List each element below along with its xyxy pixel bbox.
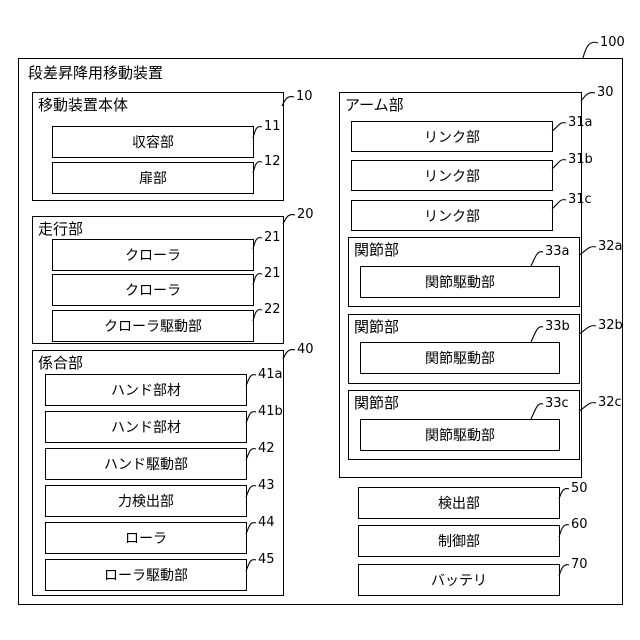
body-item-storage: 収容部 [52,126,254,158]
arm-link-b-ref: 31b [568,153,593,166]
travel-item-crawler-driver: クローラ駆動部 [52,310,254,342]
leader-100 [583,42,598,58]
arm-joint-b-driver: 関節駆動部 [360,342,560,374]
engage-unit-title: 係合部 [38,355,83,371]
controller-ref: 60 [571,518,588,531]
arm-joint-a-ref: 32a [598,240,623,253]
engage-unit-ref: 40 [297,343,314,356]
arm-link-b: リンク部 [351,160,553,191]
travel-unit-ref: 20 [297,208,314,221]
engage-item-roller: ローラ [45,522,247,554]
arm-joint-c-ref: 32c [598,396,622,409]
travel-item-crawler-1: クローラ [52,239,254,271]
engage-item-roller-driver: ローラ駆動部 [45,559,247,591]
engage-item-hand-b-ref: 41b [258,405,283,418]
device-ref: 100 [600,36,625,49]
engage-item-hand-a-ref: 41a [258,368,283,381]
arm-joint-b-title: 関節部 [354,319,399,335]
engage-item-force-detector: 力検出部 [45,485,247,517]
arm-unit-ref: 30 [597,86,614,99]
engage-item-force-detector-ref: 43 [258,479,275,492]
arm-joint-a-driver-ref: 33a [545,245,570,258]
travel-item-crawler-2: クローラ [52,274,254,306]
arm-joint-b-ref: 32b [598,319,623,332]
body-item-door-ref: 12 [264,155,281,168]
engage-item-roller-ref: 44 [258,516,275,529]
engage-item-roller-driver-ref: 45 [258,553,275,566]
arm-link-a-ref: 31a [568,116,593,129]
device-title: 段差昇降用移動装置 [28,65,163,81]
arm-link-c: リンク部 [351,200,553,231]
arm-joint-a-title: 関節部 [354,242,399,258]
arm-link-a: リンク部 [351,121,553,152]
detector-ref: 50 [571,482,588,495]
body-item-storage-ref: 11 [264,120,281,133]
body-unit-title: 移動装置本体 [38,97,128,113]
controller-block: 制御部 [358,525,560,557]
travel-unit-title: 走行部 [38,221,83,237]
arm-joint-c-title: 関節部 [354,395,399,411]
engage-item-hand-a: ハンド部材 [45,374,247,406]
arm-joint-c-driver: 関節駆動部 [360,419,560,451]
engage-item-hand-driver: ハンド駆動部 [45,448,247,480]
travel-item-crawler-driver-ref: 22 [264,303,281,316]
arm-joint-c-driver-ref: 33c [545,397,569,410]
engage-item-hand-b: ハンド部材 [45,411,247,443]
arm-unit-title: アーム部 [345,97,404,113]
engage-item-hand-driver-ref: 42 [258,442,275,455]
detector-block: 検出部 [358,487,560,519]
travel-item-crawler-2-ref: 21 [264,267,281,280]
arm-joint-b-driver-ref: 33b [545,320,570,333]
battery-ref: 70 [571,558,588,571]
body-unit-ref: 10 [296,90,313,103]
arm-joint-a-driver: 関節駆動部 [360,266,560,298]
travel-item-crawler-1-ref: 21 [264,231,281,244]
battery-block: バッテリ [358,564,560,596]
arm-link-c-ref: 31c [568,193,592,206]
body-item-door: 扉部 [52,162,254,194]
